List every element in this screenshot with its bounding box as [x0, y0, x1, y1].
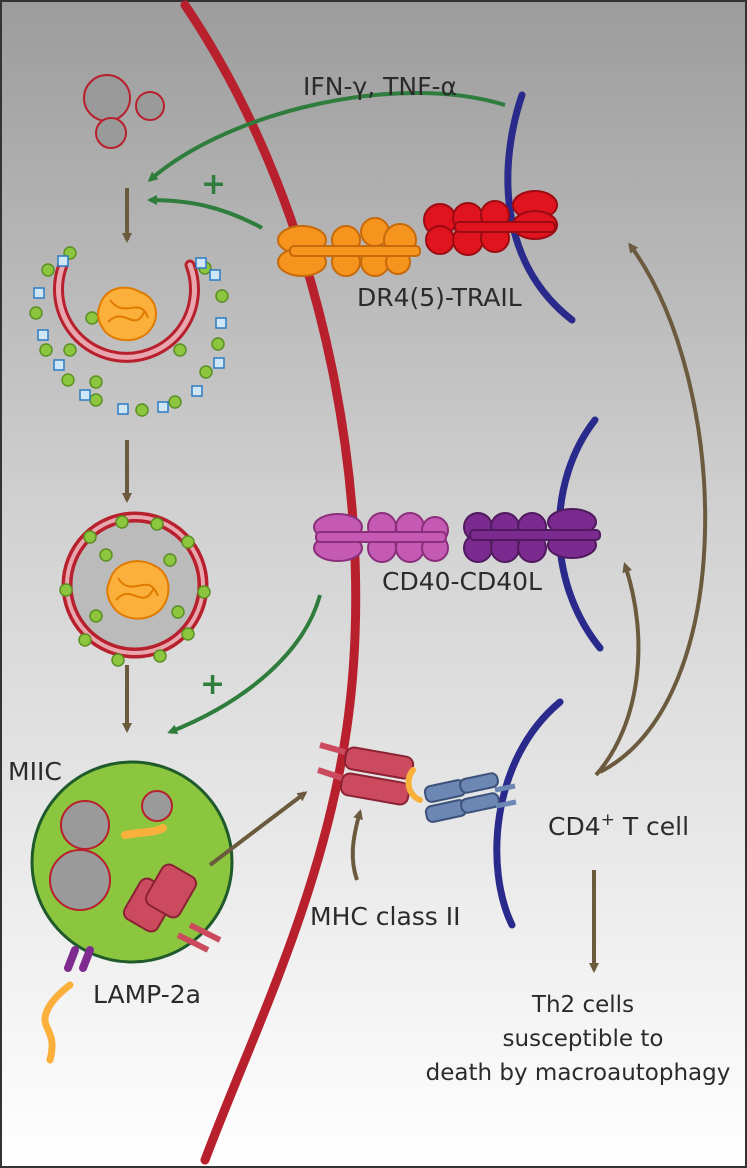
autophagosome — [59, 511, 211, 667]
tcr-receptor — [423, 772, 517, 823]
mhc-in-miic — [122, 863, 222, 953]
phagophore — [29, 246, 229, 417]
th2-label-line1: Th2 cells — [531, 992, 634, 1018]
plus-sign-top: + — [201, 167, 226, 202]
mhc-label-arrow — [350, 809, 363, 881]
mhc-class-ii-label: MHC class II — [310, 902, 461, 931]
dr4-receptor — [277, 217, 421, 277]
cd40-cd40l-label: CD40-CD40L — [382, 567, 542, 596]
miic-vesicle — [30, 760, 234, 964]
tcell-membrane-top — [504, 91, 576, 324]
lamp-2a-label: LAMP-2a — [93, 980, 201, 1009]
mhc-class-ii-surface — [317, 742, 415, 806]
cd40-receptor — [313, 512, 449, 563]
cd40-arrow — [167, 594, 322, 735]
cytosolic-particles — [83, 74, 165, 149]
cd4-t-cell-label: CD4+ T cell — [548, 810, 689, 841]
cd40l-ligand — [463, 508, 601, 563]
miic-to-surface-arrow — [208, 791, 308, 867]
tcell-to-cd40l-arrow — [594, 562, 641, 777]
plus-sign-middle: + — [200, 667, 225, 702]
th2-label-line3: death by macroautophagy — [426, 1060, 731, 1086]
miic-label: MIIC — [8, 757, 62, 786]
tcell-to-trail-arrow — [599, 242, 708, 774]
apc-membrane — [180, 0, 361, 1165]
cd4-superscript: + — [601, 810, 615, 830]
cytokine-label: IFN-γ, TNF-α — [303, 72, 457, 101]
cytokine-arrow — [147, 90, 506, 182]
cargo-protein-2 — [106, 560, 170, 620]
tcell-membrane-bottom — [493, 698, 564, 929]
lamp-substrate — [41, 981, 74, 1064]
cargo-protein-1 — [96, 286, 157, 342]
th2-label-line2: susceptible to — [503, 1026, 664, 1052]
cd4-prefix: CD4 — [548, 812, 601, 841]
presented-peptide — [405, 767, 423, 803]
dr4-arrow — [147, 195, 263, 230]
lamp-2a-receptor — [64, 946, 94, 972]
cd4-suffix: T cell — [615, 812, 689, 841]
trail-ligand — [423, 190, 558, 256]
dr4-trail-label: DR4(5)-TRAIL — [357, 283, 522, 312]
